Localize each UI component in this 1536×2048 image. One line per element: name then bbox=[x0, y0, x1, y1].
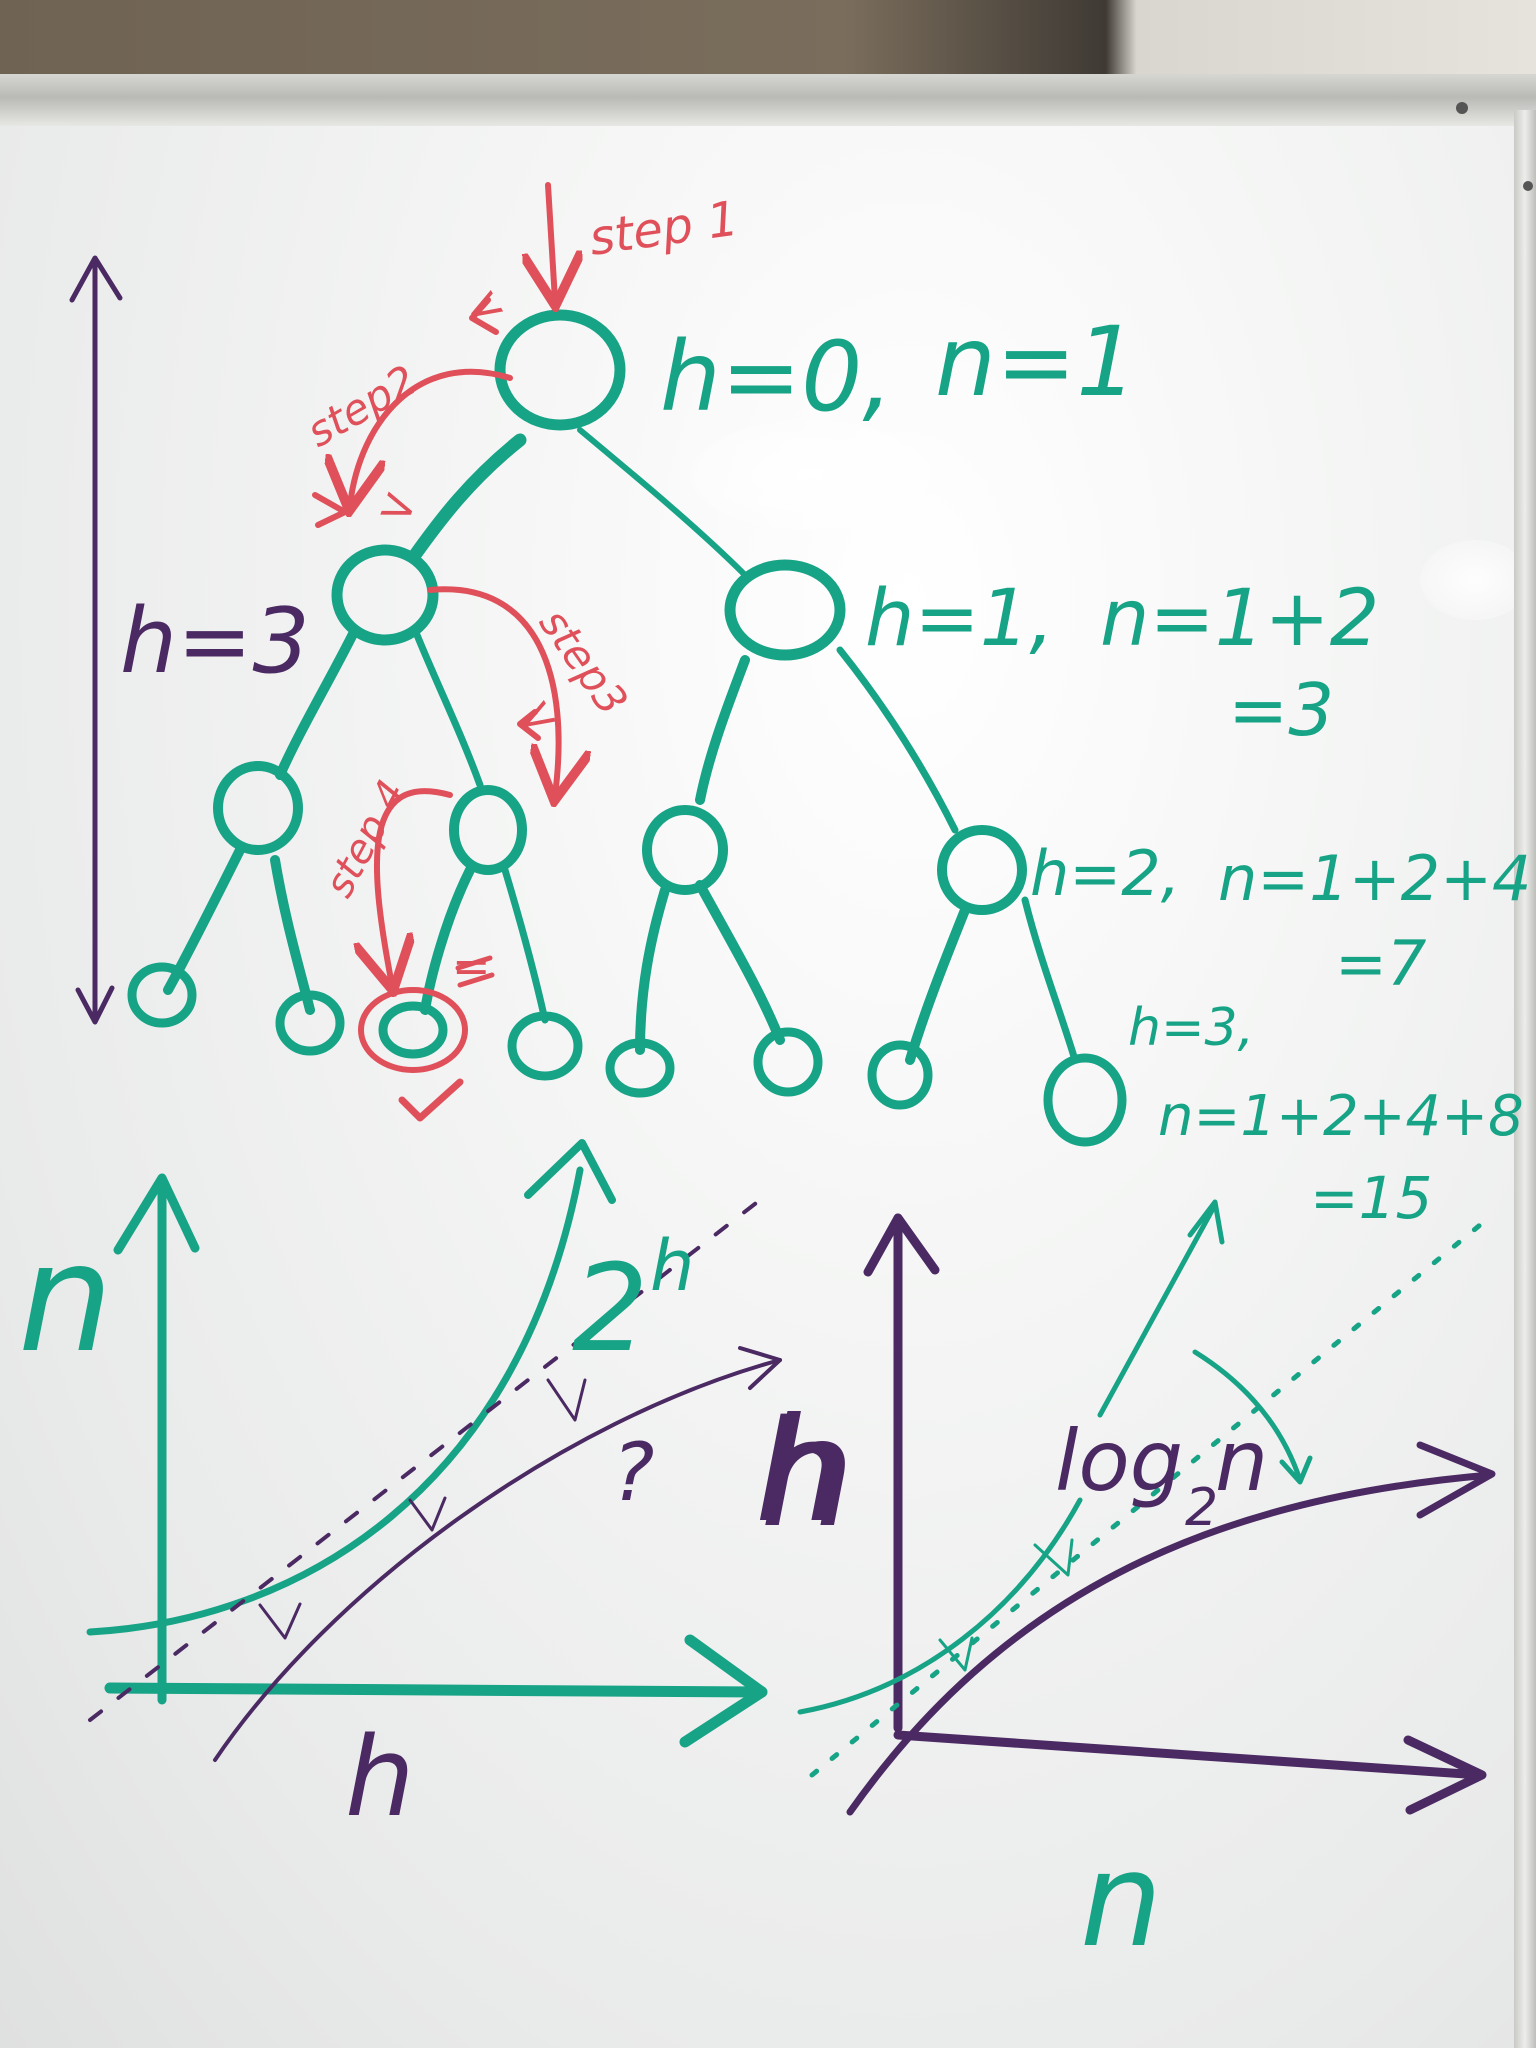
found-node-circle bbox=[358, 987, 468, 1073]
step-label-4: step 4 bbox=[316, 773, 415, 905]
right-x-axis bbox=[893, 1730, 1485, 1780]
comparison-mark-1: < bbox=[454, 273, 514, 339]
tree-node-l2-d bbox=[937, 825, 1027, 915]
log-curve-subscript: 2 bbox=[1185, 1478, 1218, 1538]
level-2-n-total: =7 bbox=[1335, 927, 1426, 1000]
left-graph: n h 2 h ? h bbox=[18, 1139, 855, 1841]
frame-screw-right bbox=[1523, 181, 1533, 191]
binary-tree: step 1 step2 step3 step 4 h=0, n=1 h=1, … bbox=[69, 182, 1531, 1232]
light-glare bbox=[690, 420, 930, 530]
level-0-h-label: h=0, bbox=[660, 321, 893, 433]
level-2-h-label: h=2, bbox=[1030, 837, 1180, 910]
left-y-axis-label: n bbox=[18, 1212, 113, 1386]
tree-node-leaf-5 bbox=[605, 1038, 675, 1098]
tree-nodes bbox=[127, 309, 1127, 1147]
exponential-curve-label: 2 bbox=[572, 1240, 648, 1379]
log-curve-label: log bbox=[1055, 1412, 1183, 1510]
height-arrow bbox=[69, 255, 123, 1025]
whiteboard-frame-right bbox=[1514, 110, 1536, 2048]
light-glare-right bbox=[1420, 540, 1530, 620]
tree-node-l2-c bbox=[642, 805, 728, 895]
level-1-n-label: n=1+2 bbox=[1100, 574, 1379, 664]
tree-node-root bbox=[494, 309, 626, 431]
left-x-axis-label: h bbox=[345, 1713, 415, 1841]
tree-node-l1-right bbox=[724, 559, 846, 661]
left-x-axis bbox=[104, 1682, 766, 1698]
search-steps bbox=[312, 182, 559, 1122]
log-curve-argument: n bbox=[1215, 1412, 1268, 1510]
height-label: h=3 bbox=[120, 589, 310, 694]
tree-node-l2-b bbox=[449, 785, 527, 875]
tree-node-leaf-8 bbox=[1043, 1053, 1127, 1147]
level-1-h-label: h=1, bbox=[865, 574, 1054, 664]
right-graph: h n log 2 n bbox=[755, 1199, 1496, 1976]
step-label-1: step 1 bbox=[586, 191, 742, 267]
right-x-axis-label: n bbox=[1080, 1824, 1162, 1976]
tree-node-l2-a bbox=[213, 761, 303, 855]
level-3-n-total: =15 bbox=[1310, 1164, 1432, 1232]
frame-screw bbox=[1456, 102, 1468, 114]
mirror-curve-label: h bbox=[760, 1387, 855, 1561]
right-y-axis-label: h bbox=[755, 1391, 844, 1554]
tree-node-leaf-2 bbox=[275, 990, 345, 1056]
step-label-2: step2 bbox=[299, 355, 425, 456]
tree-node-leaf-1 bbox=[127, 962, 197, 1028]
tree-node-leaf-3 bbox=[378, 1001, 448, 1059]
comparison-mark-4: = bbox=[452, 939, 491, 993]
check-mark-text: ✓ bbox=[395, 1074, 444, 1142]
exponential-curve-exponent: h bbox=[650, 1225, 694, 1307]
check-mark-icon bbox=[398, 1078, 464, 1122]
whiteboard-frame-top bbox=[0, 74, 1536, 126]
level-2-n-label: n=1+2+4 bbox=[1218, 842, 1531, 915]
tree-node-leaf-4 bbox=[507, 1011, 583, 1081]
level-0-n-label: n=1 bbox=[935, 306, 1137, 418]
logarithmic-curve bbox=[846, 1471, 1494, 1816]
question-mark: ? bbox=[612, 1426, 654, 1519]
mirror-curve bbox=[213, 1358, 782, 1762]
tree-edges bbox=[163, 427, 1079, 1065]
exponential-curve bbox=[86, 1166, 584, 1636]
tree-node-leaf-6 bbox=[753, 1027, 823, 1097]
level-3-n-label: n=1+2+4+8 bbox=[1158, 1084, 1524, 1149]
comparison-mark-2: > bbox=[371, 475, 426, 539]
level-1-n-total: =3 bbox=[1228, 668, 1334, 752]
right-mirror-curve bbox=[797, 1497, 1083, 1715]
tree-node-leaf-7 bbox=[867, 1040, 933, 1110]
tree-node-l1-left bbox=[331, 544, 439, 646]
level-3-h-label: h=3, bbox=[1128, 998, 1254, 1058]
